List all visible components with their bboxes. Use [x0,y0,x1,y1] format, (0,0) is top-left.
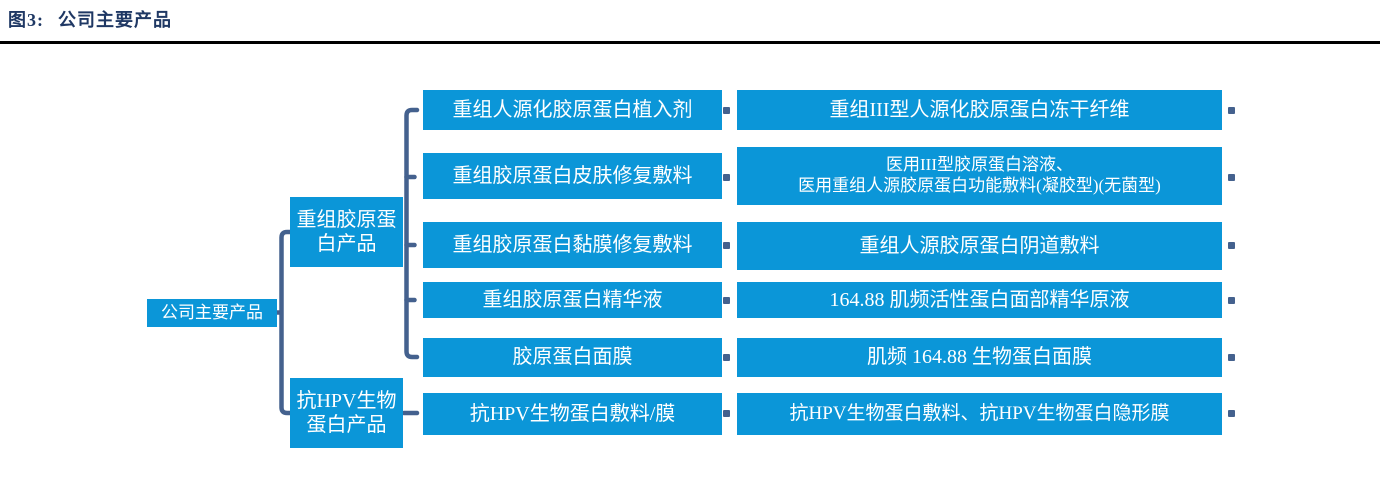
connector-dot [1228,296,1235,304]
detail-node-essence: 164.88 肌频活性蛋白面部精华原液 [737,282,1222,318]
detail-node-implant: 重组III型人源化胶原蛋白冻干纤维 [737,90,1222,130]
connector-dot [723,296,730,304]
bracket-root-to-categories [279,229,293,416]
detail-node-mucosa-dressing: 重组人源胶原蛋白阴道敷料 [737,222,1222,270]
connector-dot [723,106,730,114]
connector-dot [1228,409,1235,417]
title-divider [0,41,1380,44]
connector-dot [1228,241,1235,249]
detail-node-hpv-dressing: 抗HPV生物蛋白敷料、抗HPV生物蛋白隐形膜 [737,393,1222,435]
category-node-recombinant-collagen: 重组胶原蛋 白产品 [290,197,403,267]
product-node-mask: 胶原蛋白面膜 [423,338,722,377]
product-node-mucosa-dressing: 重组胶原蛋白黏膜修复敷料 [423,222,722,268]
connector-dot [723,173,730,181]
detail-node-mask: 肌频 164.88 生物蛋白面膜 [737,338,1222,377]
connector-dot [723,409,730,417]
product-node-hpv-dressing: 抗HPV生物蛋白敷料/膜 [423,393,722,435]
product-node-skin-dressing: 重组胶原蛋白皮肤修复敷料 [423,153,722,199]
connector-dot [1228,353,1235,361]
figure-number: 图3: [8,10,44,30]
bracket-category1-to-products [404,107,420,360]
connector-dot [1228,106,1235,114]
connector-dot [723,353,730,361]
figure-title: 图3: 公司主要产品 [8,6,172,32]
root-node: 公司主要产品 [147,299,277,327]
figure-title-text: 公司主要产品 [58,10,172,30]
connector-dot [723,241,730,249]
category-node-anti-hpv: 抗HPV生物 蛋白产品 [290,378,403,448]
product-node-implant: 重组人源化胶原蛋白植入剂 [423,90,722,130]
connector-dot [1228,173,1235,181]
product-node-essence: 重组胶原蛋白精华液 [423,282,722,318]
detail-node-skin-dressing: 医用III型胶原蛋白溶液、 医用重组人源胶原蛋白功能敷料(凝胶型)(无菌型) [737,147,1222,205]
